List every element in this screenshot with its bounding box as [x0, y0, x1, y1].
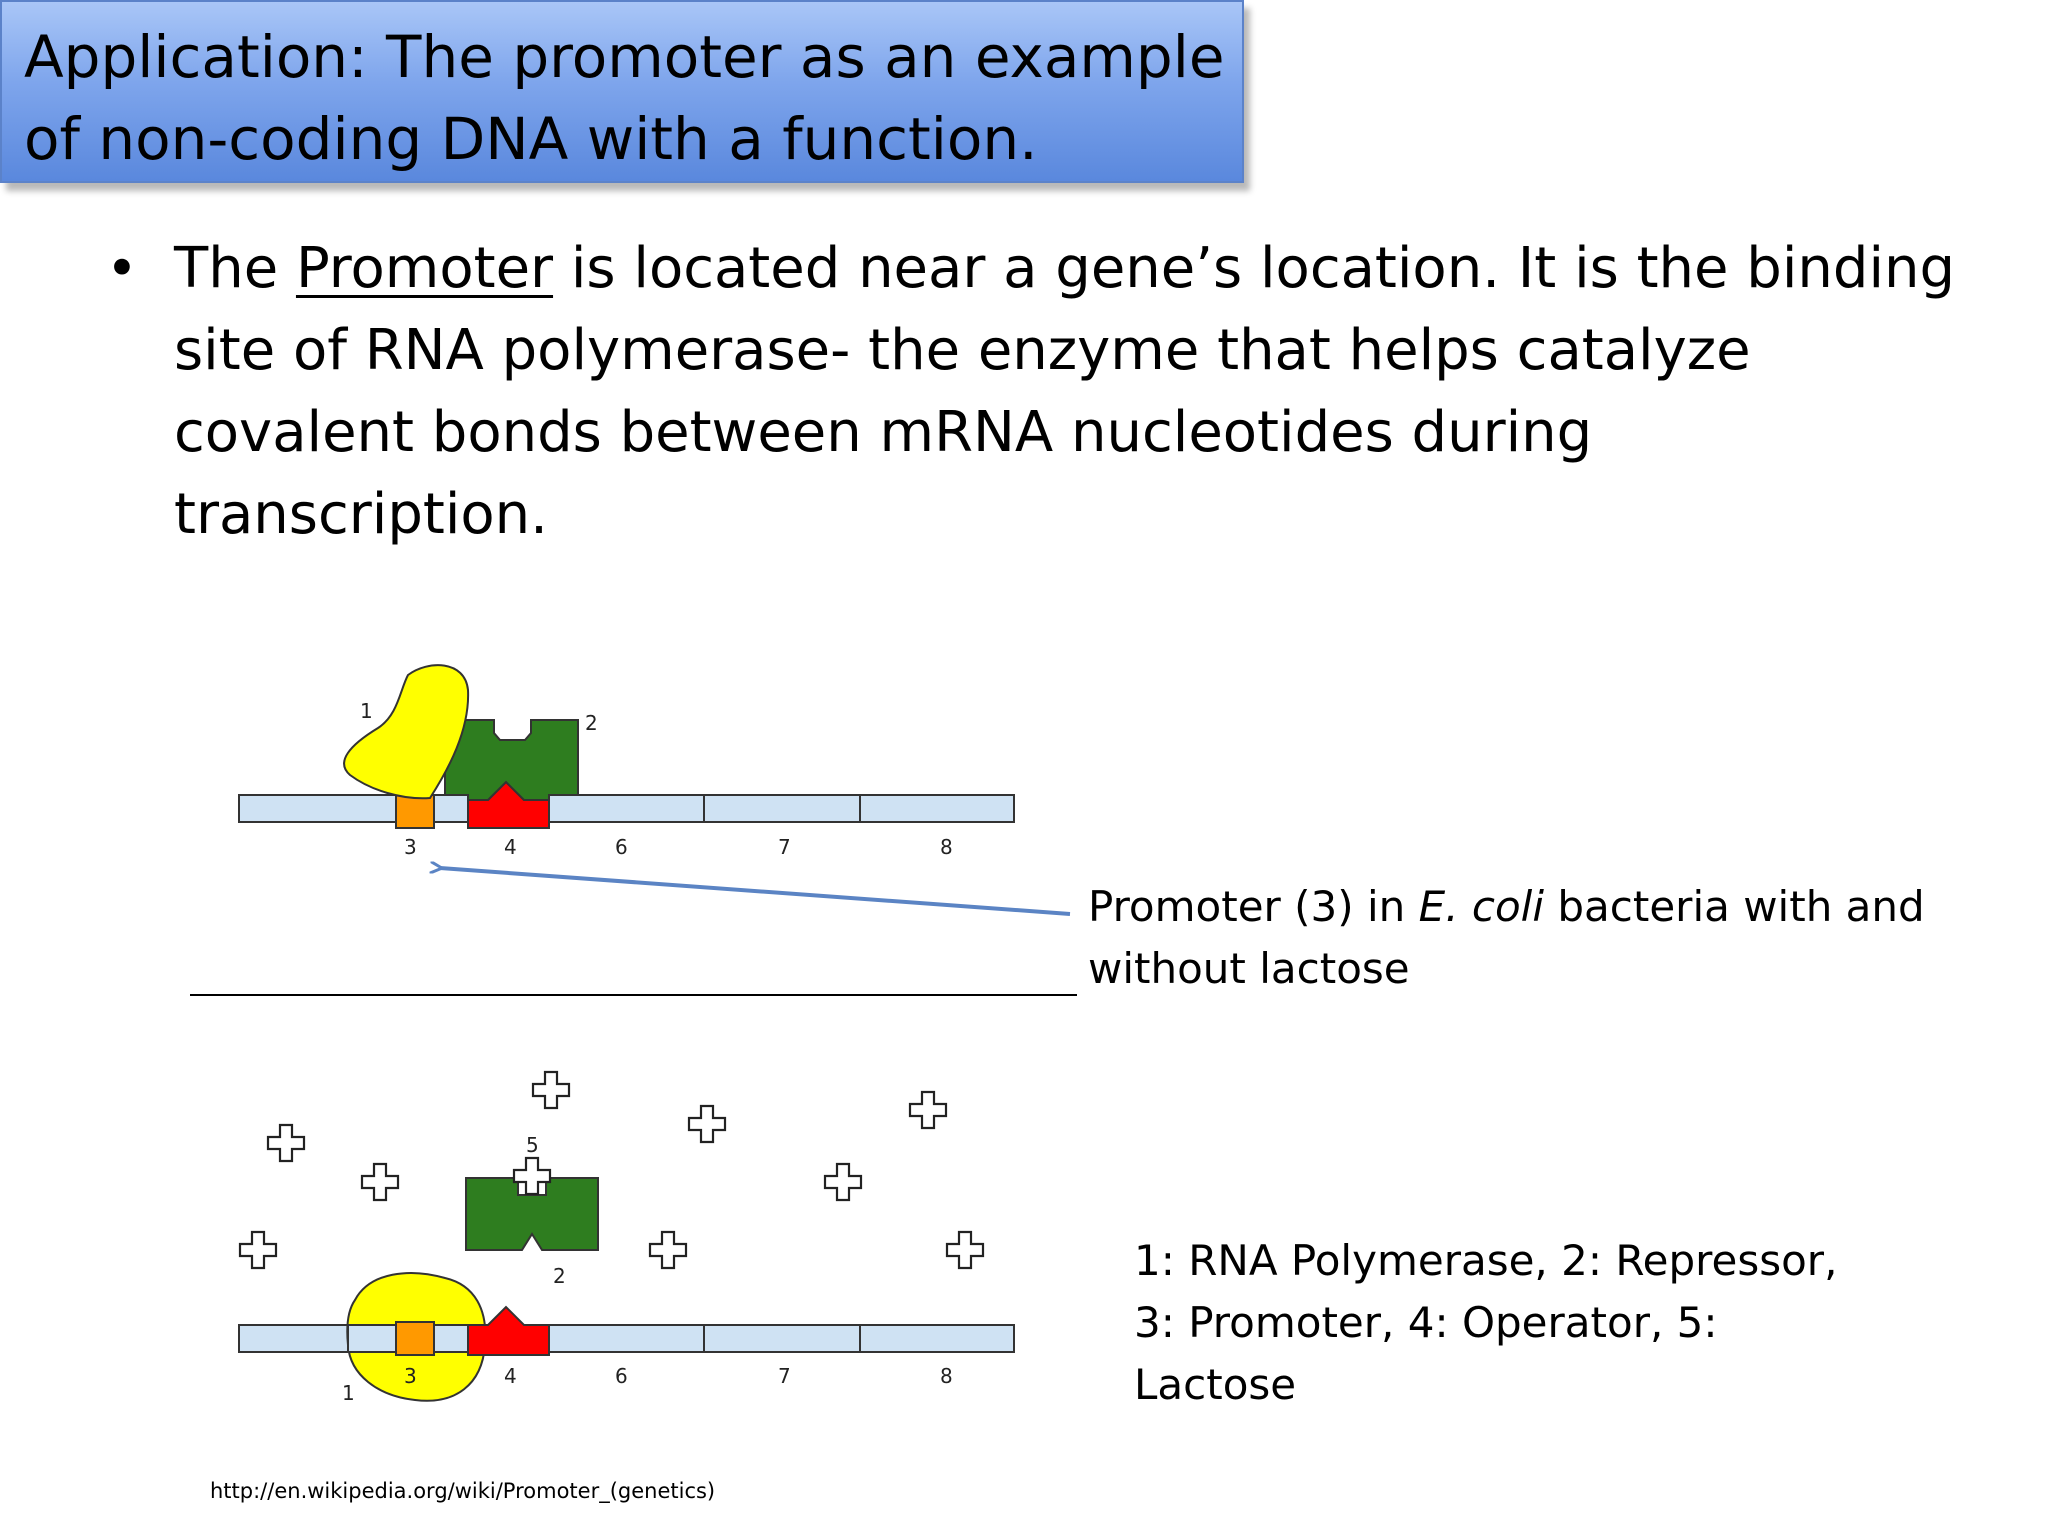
top-promoter-box — [395, 794, 435, 829]
top-label-2: 2 — [585, 711, 598, 735]
bottom-label-8: 8 — [940, 1364, 953, 1388]
bullet-intro: The — [174, 236, 296, 301]
slide-title: Application: The promoter as an example … — [24, 16, 1225, 180]
top-diagram-no-lactose: 1 2 3 4 6 7 8 — [238, 664, 1015, 859]
top-dna-strand — [238, 794, 1015, 823]
bottom-label-5: 5 — [526, 1133, 539, 1157]
caption-line-1: Promoter (3) in E. coli bacteria with an… — [1088, 876, 2028, 938]
source-link[interactable]: http://en.wikipedia.org/wiki/Promoter_(g… — [210, 1479, 716, 1503]
bottom-label-3: 3 — [404, 1364, 417, 1388]
bottom-operator-shape — [467, 1305, 550, 1356]
title-line-2: of non-coding DNA with a function. — [24, 105, 1038, 173]
promoter-pointer-arrow — [440, 868, 1071, 916]
caption-line-2: without lactose — [1088, 944, 1410, 993]
bottom-label-4: 4 — [504, 1364, 517, 1388]
lactose-icon-h — [908, 1090, 948, 1130]
title-line-1: Application: The promoter as an example — [24, 23, 1225, 91]
top-label-3: 3 — [404, 835, 417, 859]
lactose-icon-f — [648, 1230, 688, 1270]
bullet-line-3: covalent bonds between mRNA nucleotides … — [174, 400, 1593, 465]
bottom-label-6: 6 — [615, 1364, 628, 1388]
top-repressor-shape — [444, 719, 579, 801]
lactose-icon-a — [531, 1070, 571, 1110]
diagram-legend: 1: RNA Polymerase, 2: Repressor, 3: Prom… — [1134, 1230, 1894, 1416]
promoter-term: Promoter — [295, 236, 554, 301]
lactose-icon-d — [238, 1230, 278, 1270]
top-label-8: 8 — [940, 835, 953, 859]
lactose-icon-b — [266, 1123, 306, 1163]
lactose-icon-i — [945, 1230, 985, 1270]
top-rna-polymerase-shape — [343, 664, 470, 800]
bullet-line-2: site of RNA polymerase- the enzyme that … — [174, 318, 1751, 383]
bullet-paragraph: The Promoter is located near a gene’s lo… — [174, 228, 1994, 556]
diagram-caption: Promoter (3) in E. coli bacteria with an… — [1088, 876, 2028, 1000]
lactose-icon-g — [823, 1162, 863, 1202]
bullet-line-1: The Promoter is located near a gene’s lo… — [174, 228, 1994, 310]
lactose-bound-icon — [512, 1156, 552, 1196]
caption-post: bacteria with and — [1544, 882, 1925, 931]
legend-line-2: 3: Promoter, 4: Operator, 5: — [1134, 1298, 1718, 1347]
caption-pre: Promoter (3) in — [1088, 882, 1419, 931]
legend-line-1: 1: RNA Polymerase, 2: Repressor, — [1134, 1236, 1838, 1285]
legend-line-3: Lactose — [1134, 1360, 1297, 1409]
bottom-label-7: 7 — [778, 1364, 791, 1388]
bottom-label-1: 1 — [342, 1381, 355, 1405]
top-label-4: 4 — [504, 835, 517, 859]
top-label-7: 7 — [778, 835, 791, 859]
bullet-line-1-rest: is located near a gene’s location. It is… — [553, 236, 1956, 301]
bottom-diagram-with-lactose: 1 2 3 4 5 6 7 8 — [238, 1070, 1015, 1405]
bottom-label-2: 2 — [553, 1264, 566, 1288]
bullet-symbol: • — [106, 237, 138, 300]
bottom-repressor-shape — [465, 1177, 599, 1251]
bullet-line-4: transcription. — [174, 482, 548, 547]
slide-title-banner: Application: The promoter as an example … — [0, 0, 1244, 183]
lactose-icon-c — [360, 1162, 400, 1202]
top-label-6: 6 — [615, 835, 628, 859]
bottom-promoter-box — [395, 1321, 435, 1356]
lactose-icon-e — [687, 1104, 727, 1144]
caption-species: E. coli — [1418, 882, 1545, 931]
top-label-1: 1 — [360, 699, 373, 723]
